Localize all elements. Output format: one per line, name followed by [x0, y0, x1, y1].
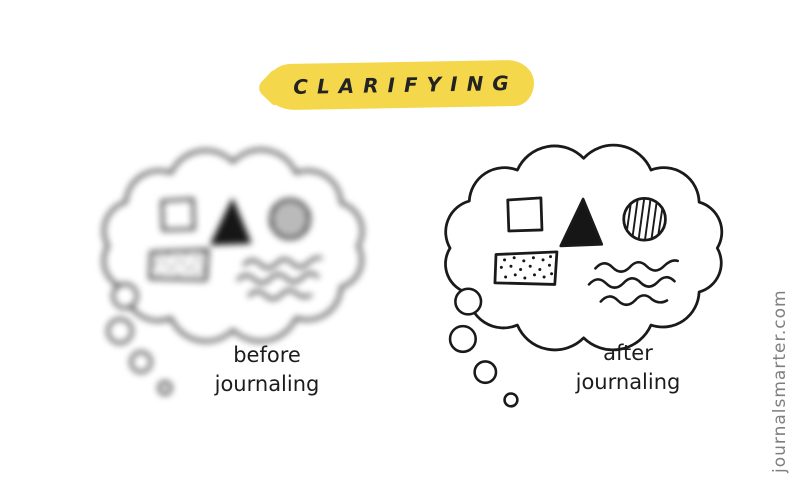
page-title: CLARIFYING	[293, 70, 518, 99]
watermark-url: journalsmarter.com	[770, 289, 790, 473]
caption-before-line2: journaling	[214, 372, 320, 396]
caption-before-journaling: before journaling	[167, 341, 367, 399]
caption-after-line2: journaling	[575, 370, 681, 394]
title-highlight: CLARIFYING	[267, 59, 535, 111]
caption-after-line1: after	[603, 341, 653, 365]
caption-before-line1: before	[233, 343, 301, 367]
caption-after-journaling: after journaling	[528, 339, 728, 397]
